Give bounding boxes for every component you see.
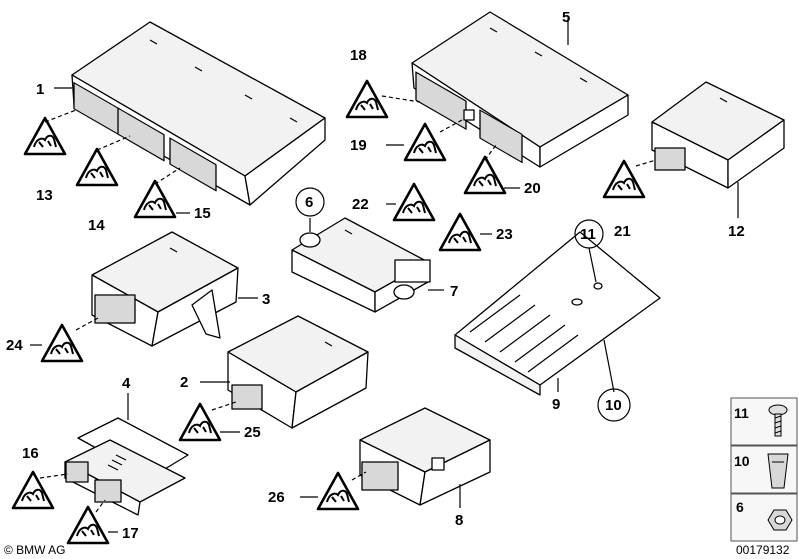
callout-16: 16: [22, 445, 39, 462]
callout-17: 17: [122, 525, 139, 542]
callout-22: 22: [352, 196, 369, 213]
leader-lines: [30, 18, 739, 533]
callout-6: 6: [305, 194, 313, 211]
control-unit-5[interactable]: [411, 11, 629, 168]
esd-warning-icon-26: [316, 471, 360, 511]
control-unit-1[interactable]: [71, 21, 326, 206]
control-module-3[interactable]: [91, 231, 239, 347]
diagram-number: 00179132: [736, 543, 790, 557]
esd-warning-icon-22: [392, 182, 436, 222]
hex-nut-icon: [767, 509, 793, 531]
callout-7: 7: [450, 283, 458, 300]
callout-circle-6: [295, 187, 325, 217]
callout-11: 11: [580, 226, 596, 243]
callout-25: 25: [244, 424, 261, 441]
legend-label-10: 10: [734, 453, 750, 469]
callout-3: 3: [262, 291, 270, 308]
esd-warning-icon-19: [403, 122, 447, 162]
control-module-2[interactable]: [227, 315, 369, 429]
callout-13: 13: [36, 187, 53, 204]
legend-label-11: 11: [734, 405, 749, 421]
copyright-text: © BMW AG: [4, 543, 66, 557]
callout-14: 14: [88, 217, 105, 234]
esd-warning-icon-15: [133, 179, 177, 219]
callout-8: 8: [455, 512, 463, 529]
esd-warning-icon-13: [23, 116, 67, 156]
bracket-9[interactable]: [454, 231, 661, 396]
callout-20: 20: [524, 180, 541, 197]
clip-nut-icon: [767, 453, 789, 489]
callout-9: 9: [552, 396, 560, 413]
esd-warning-icon-14: [75, 147, 119, 187]
callout-circle-11: [574, 219, 604, 249]
callout-12: 12: [728, 223, 745, 240]
callout-1: 1: [36, 81, 44, 98]
legend-label-6: 6: [736, 499, 744, 515]
callout-4: 4: [122, 375, 131, 392]
callout-5: 5: [562, 9, 570, 26]
fastener-legend: 11 10 6: [730, 397, 798, 542]
control-unit-7[interactable]: [291, 217, 431, 313]
callout-21: 21: [614, 223, 631, 240]
callout-24: 24: [6, 337, 23, 354]
callout-2: 2: [180, 374, 188, 391]
callout-26: 26: [268, 489, 285, 506]
callout-23: 23: [496, 226, 513, 243]
callout-10: 10: [605, 397, 622, 414]
screw-icon: [768, 404, 788, 437]
bracket-module-4[interactable]: [64, 417, 189, 516]
control-module-12[interactable]: [651, 81, 785, 189]
control-module-8[interactable]: [359, 407, 491, 506]
callout-19: 19: [350, 137, 367, 154]
esd-warning-icon-18: [345, 79, 389, 119]
esd-warning-icon-20: [463, 155, 507, 195]
callout-circle-10: [597, 388, 631, 422]
esd-warning-icon-23: [438, 212, 482, 252]
esd-warning-icon-17: [66, 505, 110, 545]
callout-18: 18: [350, 47, 367, 64]
esd-warning-icon-24: [40, 323, 84, 363]
callout-15: 15: [194, 205, 211, 222]
esd-warning-icon-21: [602, 159, 646, 199]
